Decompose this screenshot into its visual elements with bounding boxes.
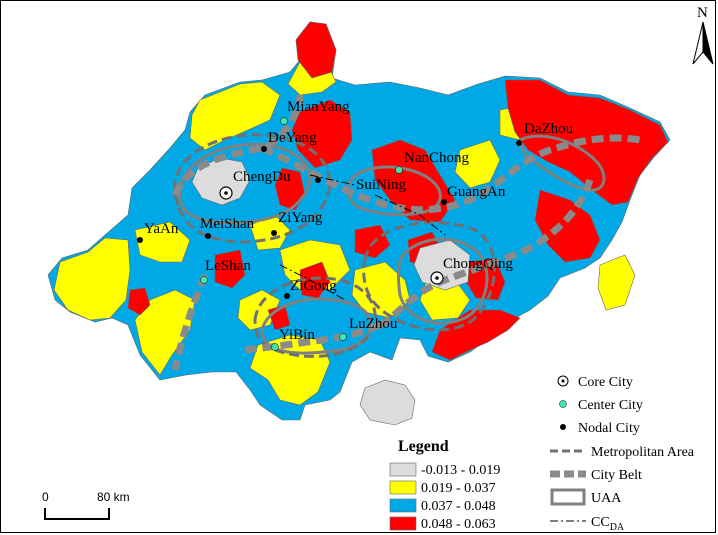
scale-start-label: 0 xyxy=(42,490,49,504)
class-grey-regions xyxy=(191,157,471,426)
city-label-deyang: DeYang xyxy=(268,130,317,146)
legend-swatch-class1 xyxy=(389,462,417,477)
region-yellow xyxy=(134,221,191,263)
belt-east xyxy=(378,178,594,329)
region-grey xyxy=(191,157,251,206)
legend-ccda-subscript: DA xyxy=(610,522,625,533)
region-red xyxy=(214,249,246,289)
region-red xyxy=(127,287,151,316)
legend-uaa-swatch xyxy=(550,488,586,506)
belt-south xyxy=(244,321,382,354)
legend-title: Legend xyxy=(398,438,449,455)
city-labels: MianYang DeYang ChengDu NanChong SuiNing… xyxy=(144,99,574,343)
city-label-chongqing: ChongQing xyxy=(443,256,514,272)
region-red xyxy=(274,167,306,211)
legend-core-city-label: Core City xyxy=(578,375,633,390)
city-label-guangan: GuangAn xyxy=(447,184,506,200)
legend-center-city-icon xyxy=(559,400,567,408)
region-yellow xyxy=(53,237,131,321)
city-markers xyxy=(137,117,522,351)
city-label-zigong: ZiGong xyxy=(290,278,337,294)
legend-swatch-class4 xyxy=(389,516,417,531)
legend-metro-label: Metropolitan Area xyxy=(591,445,695,460)
legend: Legend -0.013 - 0.019 0.019 - 0.037 0.03… xyxy=(389,375,695,533)
nodal-city-icon xyxy=(516,140,522,146)
region-yellow xyxy=(134,289,196,376)
legend-ccda-label: CCDA xyxy=(591,515,625,533)
center-city-icon xyxy=(395,166,403,174)
center-city-icon xyxy=(280,117,288,125)
legend-ccda-main: CC xyxy=(591,515,610,530)
legend-core-city-icon xyxy=(557,375,569,387)
uaa-chengdu xyxy=(178,142,312,225)
center-city-icon xyxy=(200,276,208,284)
region-red xyxy=(299,261,331,299)
region-yellow xyxy=(454,139,501,189)
city-label-chengdu: ChengDu xyxy=(233,169,291,185)
core-city-icon xyxy=(430,271,444,285)
legend-class3-label: 0.037 - 0.048 xyxy=(421,499,496,514)
city-label-suining: SuiNing xyxy=(356,177,407,193)
legend-class2-label: 0.019 - 0.037 xyxy=(421,481,496,496)
legend-nodal-city-label: Nodal City xyxy=(578,421,640,436)
region-yellow xyxy=(189,81,281,151)
center-city-icon xyxy=(339,333,347,341)
north-arrow-icon: N xyxy=(692,5,714,65)
legend-uaa-label: UAA xyxy=(591,491,622,506)
region-red xyxy=(504,79,669,206)
city-belt xyxy=(171,94,641,371)
uaa-dazhou xyxy=(518,134,606,192)
cc-da-line xyxy=(309,174,356,186)
nodal-city-icon xyxy=(284,293,290,299)
metro-chongqing xyxy=(362,221,496,332)
region-yellow xyxy=(237,289,281,331)
city-label-nanchong: NanChong xyxy=(404,150,469,166)
city-label-ziyang: ZiYang xyxy=(278,210,323,226)
city-label-yibin: YiBin xyxy=(279,327,315,343)
legend-swatch-class2 xyxy=(389,480,417,495)
legend-belt-label: City Belt xyxy=(591,468,642,483)
metro-south xyxy=(253,276,377,358)
nodal-city-icon xyxy=(271,230,277,236)
metropolitan-areas xyxy=(173,133,496,358)
region-red xyxy=(371,139,456,223)
region-red xyxy=(291,99,353,169)
north-label: N xyxy=(697,5,708,21)
class-yellow-regions xyxy=(53,61,636,406)
region-grey xyxy=(359,379,416,426)
legend-nodal-city-icon xyxy=(560,424,566,430)
core-city-icon xyxy=(219,186,233,200)
legend-swatch-class3 xyxy=(389,498,417,513)
metro-chengdu xyxy=(173,133,332,244)
region-yellow xyxy=(597,254,636,311)
legend-class4-label: 0.048 - 0.063 xyxy=(421,517,496,532)
legend-center-city-label: Center City xyxy=(578,398,643,413)
cc-da-line xyxy=(374,194,446,236)
uaa-chongqing xyxy=(397,237,489,325)
scale-line xyxy=(44,508,110,520)
scale-end-label: 80 km xyxy=(97,490,130,504)
nodal-city-icon xyxy=(441,199,447,205)
nodal-city-icon xyxy=(261,146,267,152)
city-label-yaan: YaAn xyxy=(144,221,179,237)
cc-da-lines xyxy=(279,174,446,301)
scale-bar: 0 80 km xyxy=(42,490,130,520)
city-label-leshan: LeShan xyxy=(205,258,251,274)
city-label-mianyang: MianYang xyxy=(287,99,350,115)
city-label-dazhou: DaZhou xyxy=(524,121,574,137)
belt-central xyxy=(260,134,641,214)
nodal-city-icon xyxy=(205,233,211,239)
legend-class1-label: -0.013 - 0.019 xyxy=(421,463,500,478)
nodal-city-icon xyxy=(315,177,321,183)
nodal-city-icon xyxy=(137,237,143,243)
cc-da-line xyxy=(279,264,346,301)
region-red xyxy=(295,21,337,79)
city-label-meishan: MeiShan xyxy=(200,216,255,232)
belt-north xyxy=(171,94,304,197)
center-city-icon xyxy=(271,343,279,351)
city-label-luzhou: LuZhou xyxy=(349,316,398,332)
